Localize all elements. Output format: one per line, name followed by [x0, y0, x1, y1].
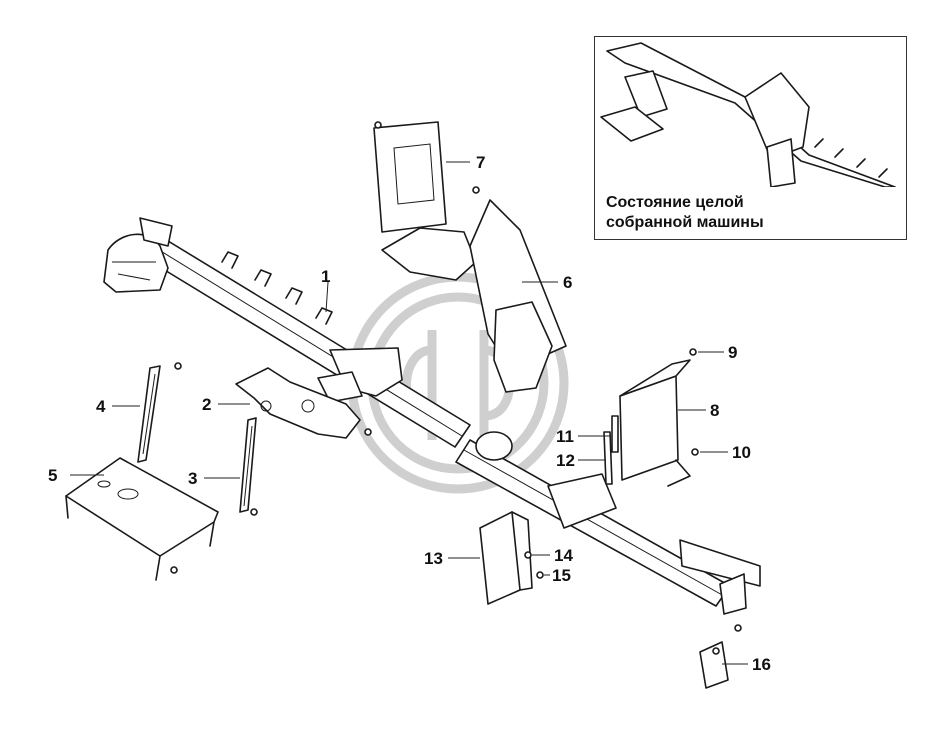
- support-bracket-13: [479, 511, 521, 605]
- small-bracket-16: [699, 641, 729, 689]
- part-label-13: 13: [424, 549, 443, 568]
- part-label-7: 7: [476, 153, 485, 172]
- assembled-view-drawing: [600, 42, 896, 188]
- part-label-10: 10: [732, 443, 751, 462]
- lower-steering-beam: [455, 431, 761, 615]
- part-label-5: 5: [48, 466, 57, 485]
- part-label-11: 11: [556, 427, 574, 446]
- part-label-1: 1: [321, 267, 330, 286]
- side-bracket-8-top: [619, 359, 691, 397]
- assembled-view-inset: [594, 36, 907, 240]
- strap-3-groove: [243, 425, 253, 507]
- cross-car-beam-1: [103, 217, 471, 448]
- inset-caption-line-2: собранной машины: [606, 214, 764, 231]
- bracket-5-hole: [117, 488, 139, 500]
- bracket-5-legs: [65, 495, 215, 581]
- part-label-9: 9: [728, 343, 737, 362]
- floor-bracket-5: [65, 457, 219, 557]
- part-label-3: 3: [188, 469, 197, 488]
- part-label-8: 8: [710, 401, 719, 420]
- leader-lines: [70, 161, 748, 665]
- fastener-set: [170, 121, 742, 655]
- part-label-14: 14: [554, 546, 573, 565]
- part-label-6: 6: [563, 273, 572, 292]
- rod-11: [611, 415, 619, 453]
- bracket-2: [235, 367, 361, 439]
- bracket-2-hole: [301, 399, 315, 413]
- part-label-2: 2: [202, 395, 211, 414]
- inset-caption-line-1: Состояние целой: [606, 194, 744, 211]
- bracket-5-hole: [97, 480, 111, 488]
- inset-caption: Состояние целой собранной машины: [606, 193, 906, 233]
- mounting-plate-7-base: [381, 227, 477, 281]
- pedal-bracket-6-lower: [493, 301, 553, 393]
- part-label-16: 16: [752, 655, 771, 674]
- part-label-15: 15: [552, 566, 571, 585]
- bracket-2-hole: [260, 400, 272, 412]
- mounting-plate-7: [373, 121, 447, 233]
- part-label-12: 12: [556, 451, 575, 470]
- rod-12: [603, 431, 613, 485]
- part-label-4: 4: [96, 397, 106, 416]
- strap-4-groove: [142, 373, 156, 455]
- side-bracket-8-foot: [667, 459, 691, 487]
